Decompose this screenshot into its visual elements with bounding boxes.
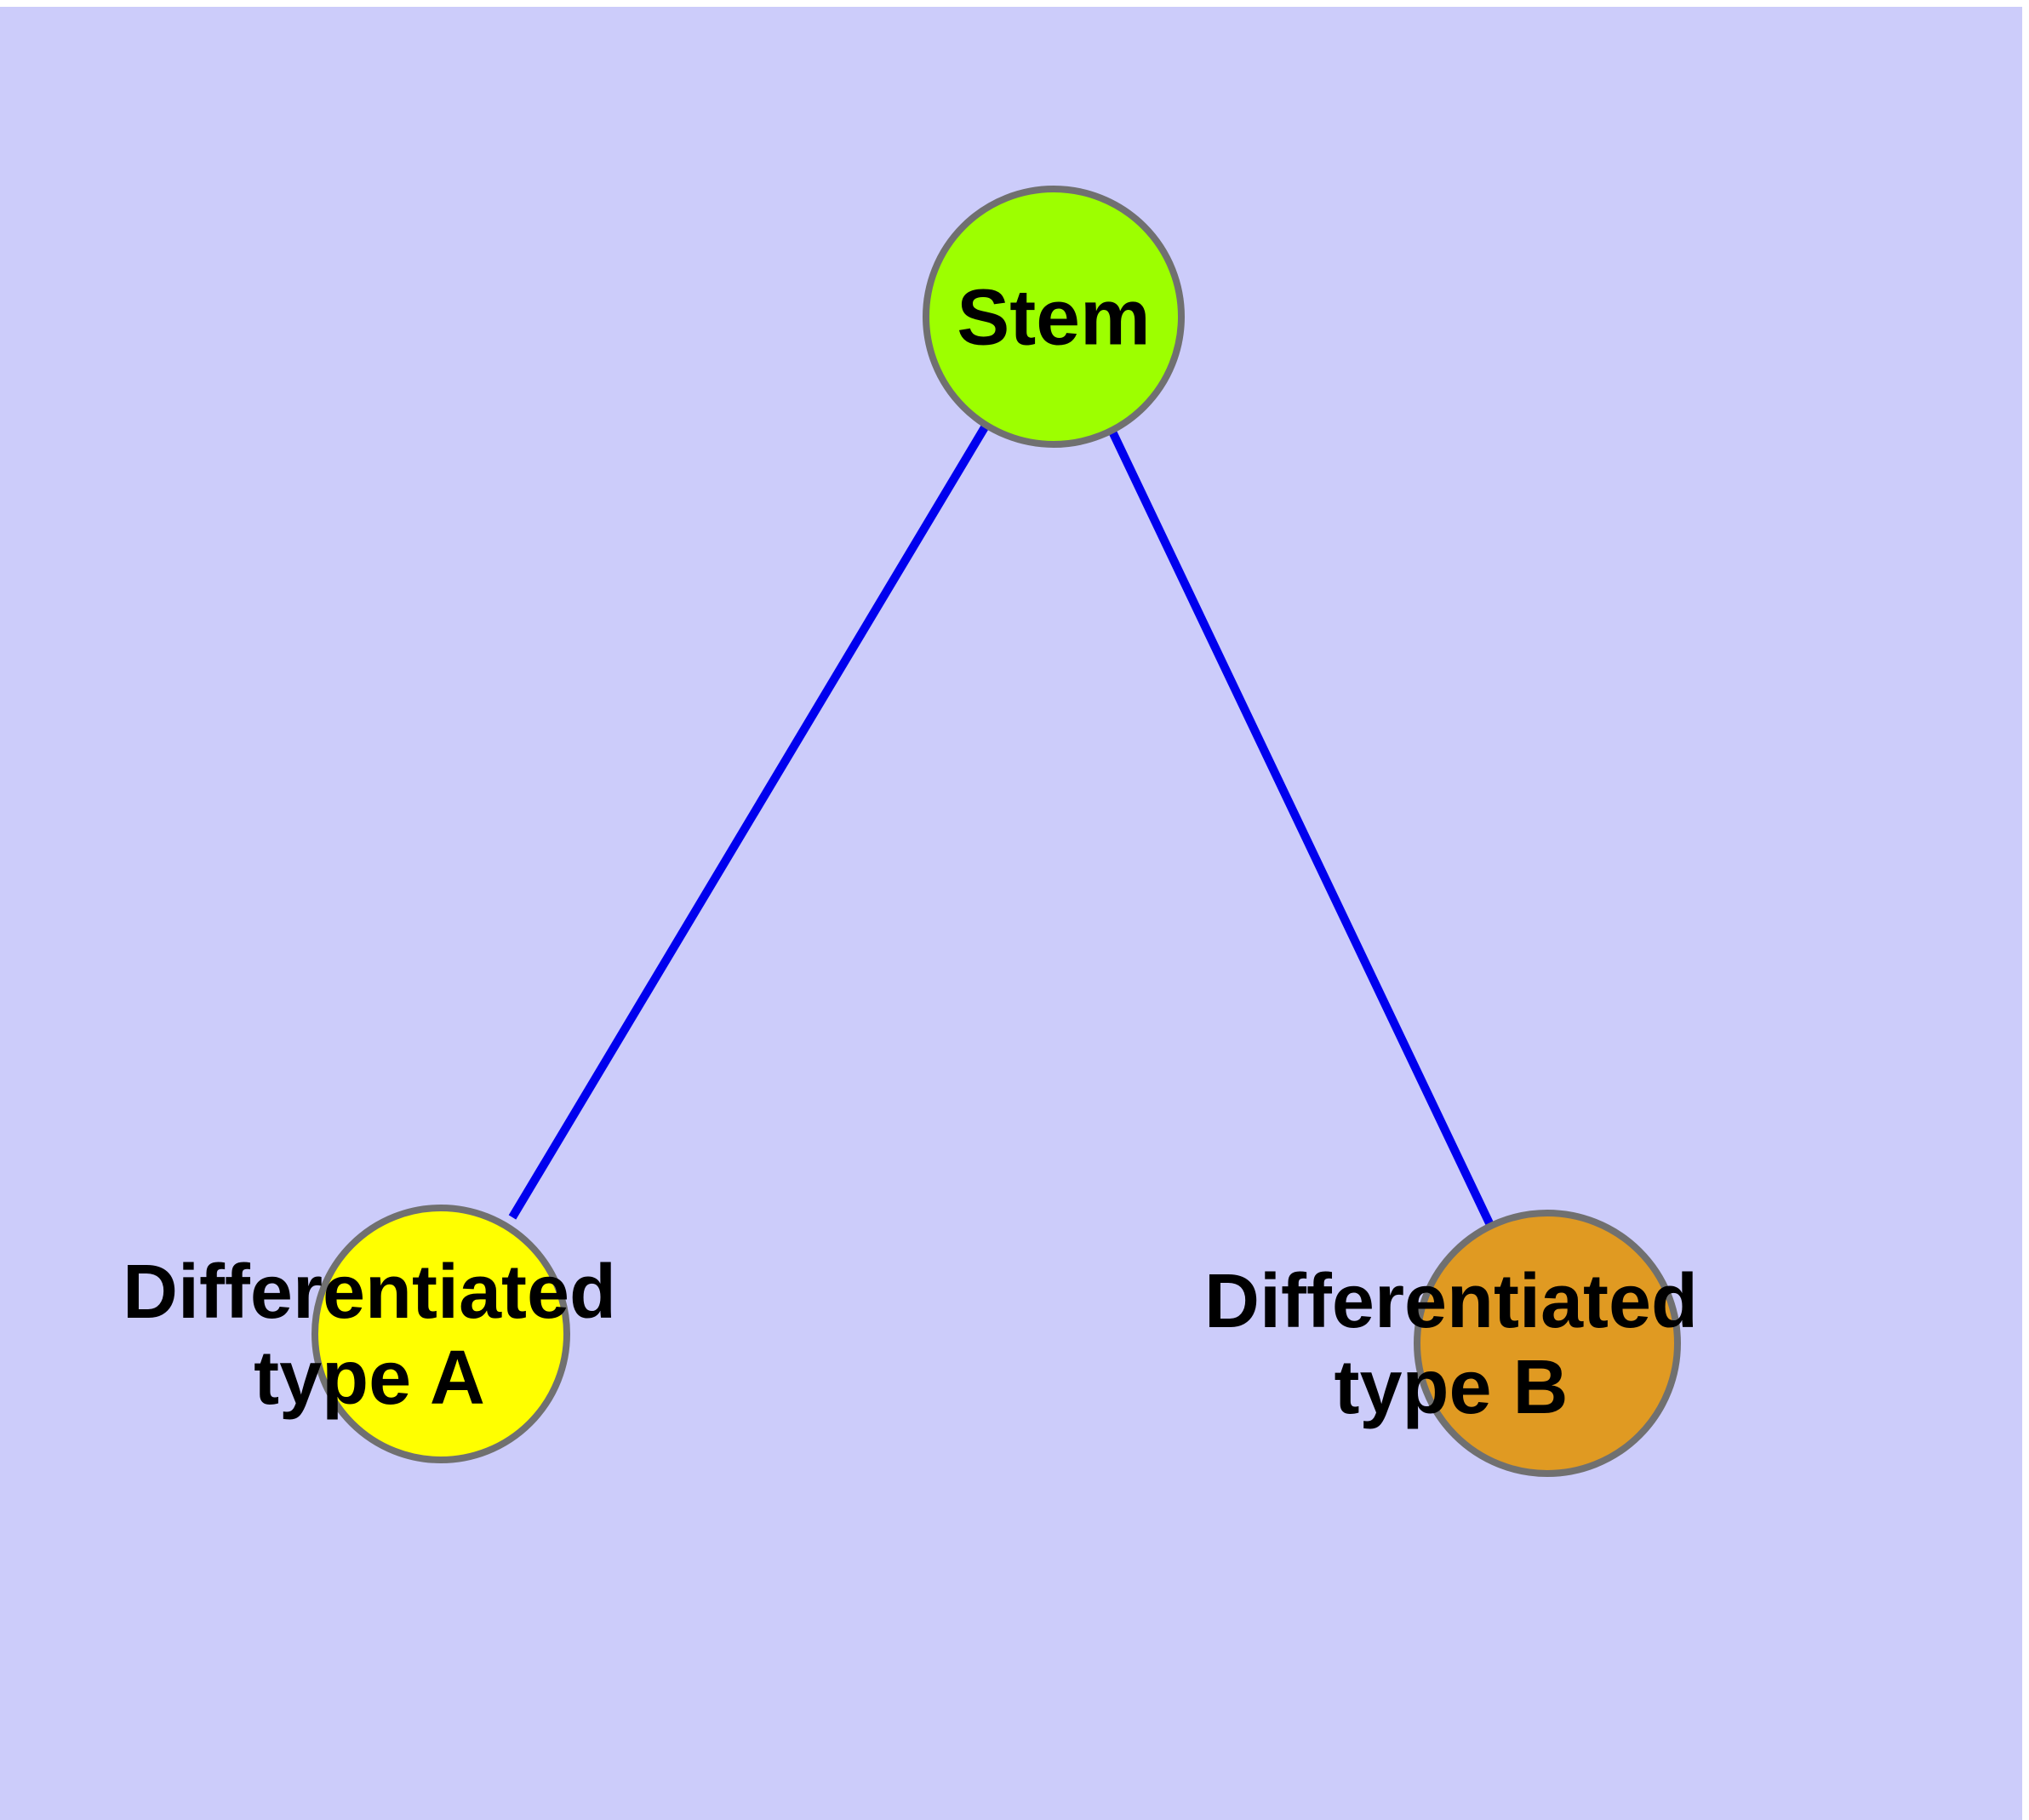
node-diff-a[interactable]	[311, 1205, 570, 1463]
node-label-line: type A	[254, 1336, 485, 1421]
node-label-line: Differentiated	[1204, 1259, 1698, 1344]
edge-stem-to-diff-b[interactable]	[1108, 429, 1494, 1226]
node-stem[interactable]	[923, 186, 1185, 448]
node-label-line: type B	[1334, 1345, 1568, 1430]
node-diff-b[interactable]	[1414, 1210, 1681, 1477]
node-label-line: Differentiated	[123, 1250, 616, 1335]
edges-layer	[508, 425, 1494, 1226]
nodes-layer	[311, 186, 1681, 1477]
node-label-line: Stem	[957, 273, 1150, 362]
node-label-stem: Stem	[957, 273, 1150, 362]
edge-stem-to-diff-a[interactable]	[508, 425, 989, 1220]
